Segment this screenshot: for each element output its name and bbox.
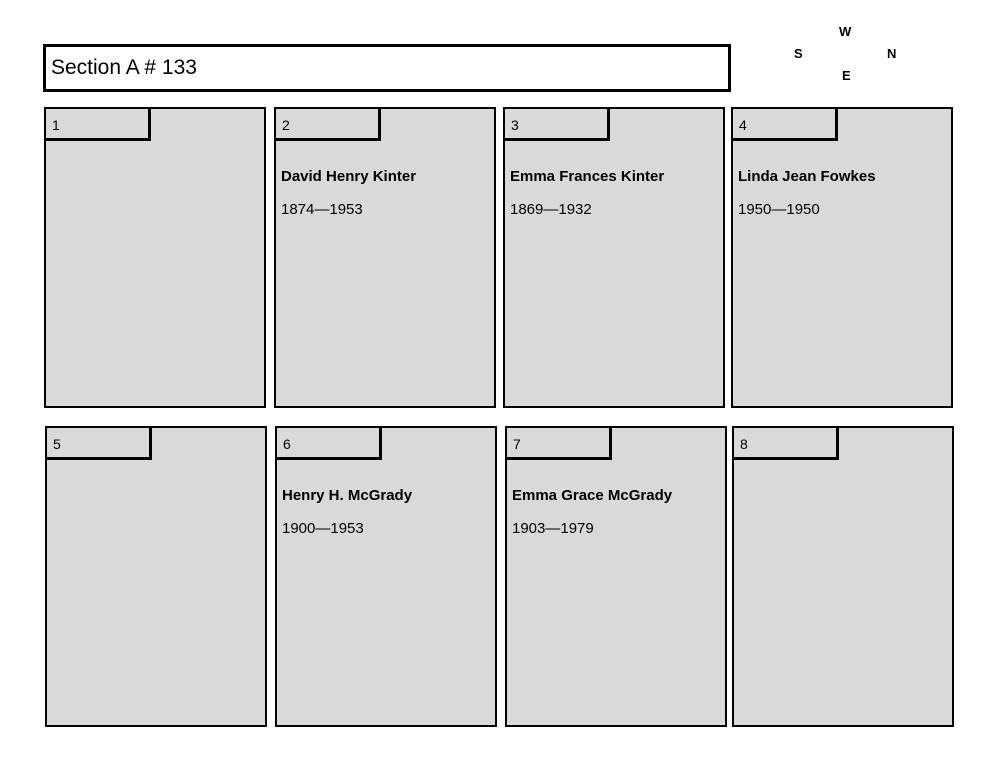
plot-dates: 1950—1950 [738, 201, 820, 218]
plot-number: 3 [505, 109, 610, 141]
plot-number: 4 [733, 109, 838, 141]
plot-name: Emma Grace McGrady [512, 487, 673, 504]
plot-1[interactable]: 1 [44, 107, 266, 408]
plot-number: 1 [46, 109, 151, 141]
plot-dates: 1903—1979 [512, 520, 594, 537]
plot-5[interactable]: 5 [45, 426, 267, 727]
plot-dates: 1874—1953 [281, 201, 363, 218]
plot-number: 8 [734, 428, 839, 460]
compass-north: N [887, 46, 897, 61]
plot-4[interactable]: 4 Linda Jean Fowkes 1950—1950 [731, 107, 953, 408]
plot-7[interactable]: 7 Emma Grace McGrady 1903—1979 [505, 426, 727, 727]
plot-2[interactable]: 2 David Henry Kinter 1874—1953 [274, 107, 496, 408]
plot-8[interactable]: 8 [732, 426, 954, 727]
plot-dates: 1900—1953 [282, 520, 364, 537]
plot-name: David Henry Kinter [281, 168, 417, 185]
plot-name: Henry H. McGrady [282, 487, 413, 504]
plot-number: 6 [277, 428, 382, 460]
plot-3[interactable]: 3 Emma Frances Kinter 1869—1932 [503, 107, 725, 408]
plot-number: 7 [507, 428, 612, 460]
compass-west: W [839, 24, 852, 39]
plot-number: 2 [276, 109, 381, 141]
compass-south: S [794, 46, 803, 61]
section-title: Section A # 133 [51, 56, 197, 79]
plot-name: Linda Jean Fowkes [738, 168, 876, 185]
plot-number: 5 [47, 428, 152, 460]
plot-name: Emma Frances Kinter [510, 168, 665, 185]
section-title-box: Section A # 133 [43, 44, 731, 92]
plot-6[interactable]: 6 Henry H. McGrady 1900—1953 [275, 426, 497, 727]
compass-east: E [842, 68, 851, 83]
plot-dates: 1869—1932 [510, 201, 592, 218]
